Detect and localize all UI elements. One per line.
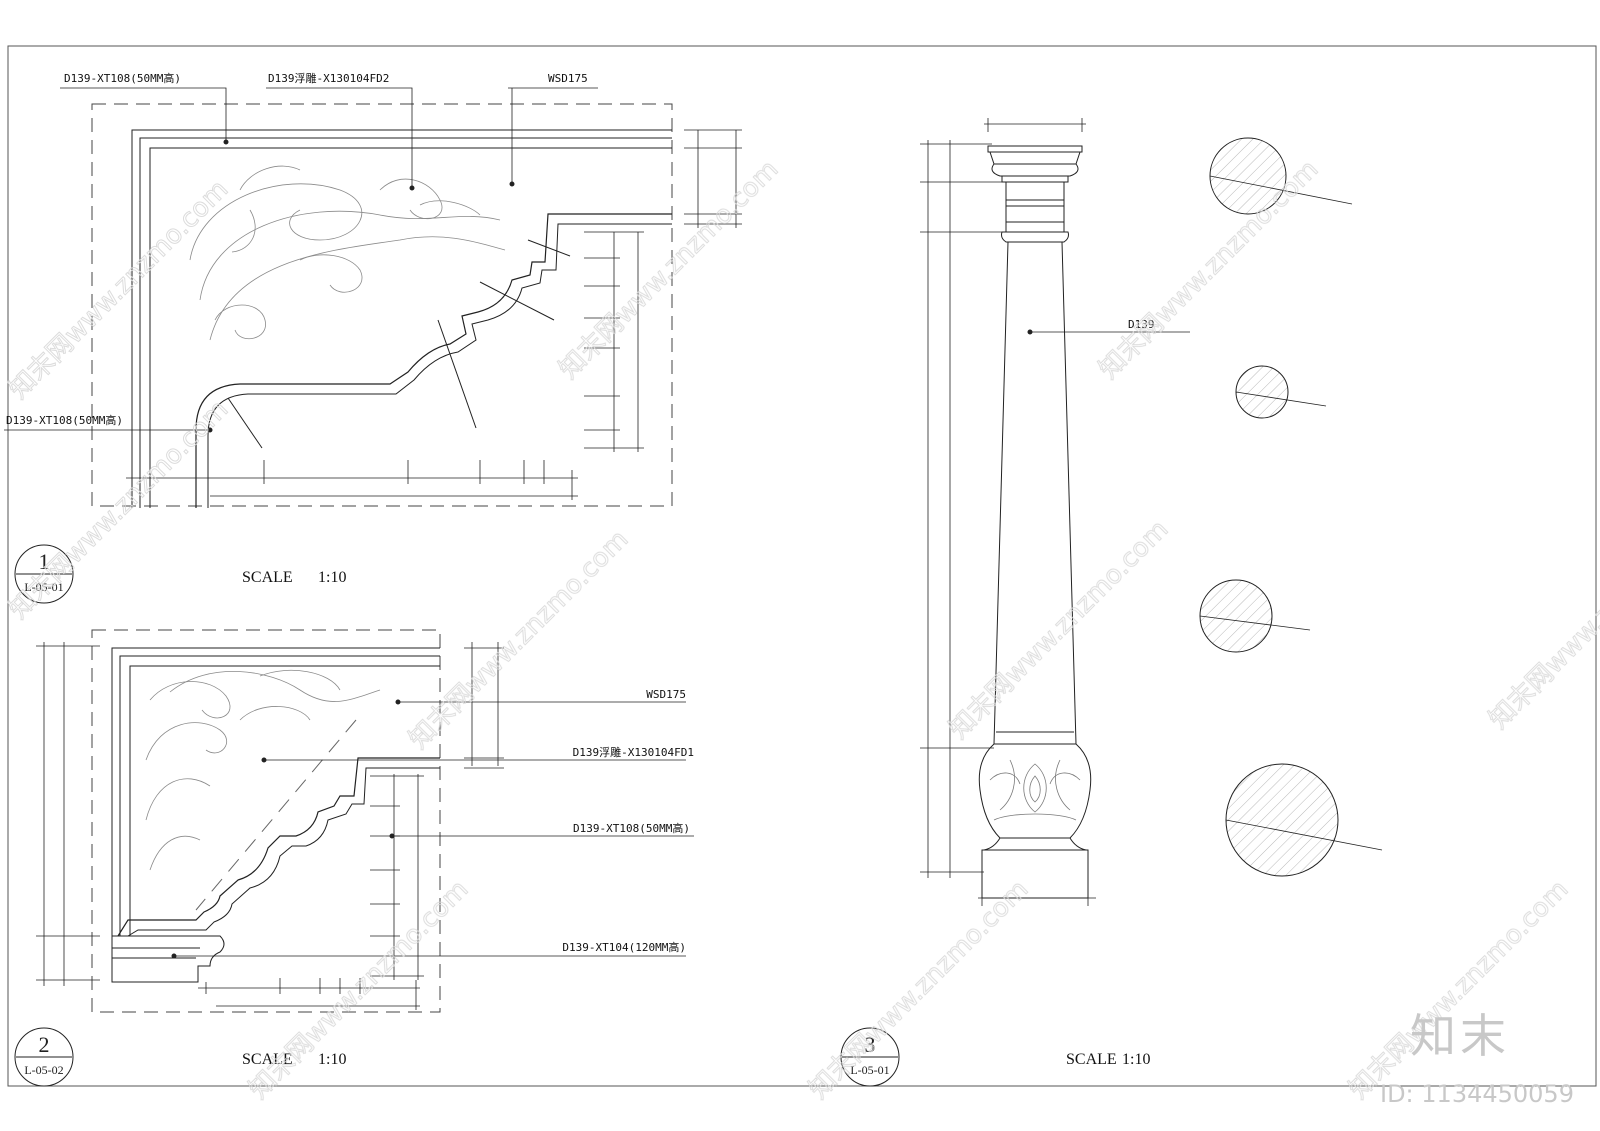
detail-2-bubble <box>14 1027 74 1087</box>
watermark-pattern: 知末网www.znzmo.com 知末网www.znzmo.com 知末网www… <box>3 154 1600 1106</box>
watermark-text: 知末网www.znzmo.com <box>4 174 235 405</box>
watermark-text: 知末网www.znzmo.com <box>1094 154 1325 385</box>
detail-2-label-c: D139-XT108(50MM高) <box>573 821 690 835</box>
sheet-border <box>7 45 1597 1087</box>
detail-3-scale-label: SCALE <box>1066 1051 1117 1068</box>
detail-2-number: 2 <box>39 1032 50 1057</box>
detail-1-label-a: D139-XT108(50MM高) <box>64 71 181 85</box>
detail-2-scale-value: 1:10 <box>318 1051 346 1068</box>
watermark-text: 知末网www.znzmo.com <box>944 514 1175 745</box>
detail-3-bubble <box>840 1027 900 1087</box>
detail-3-ref: L-05-01 <box>850 1063 889 1077</box>
watermark-text: 知末网www.znzmo.com <box>4 394 235 625</box>
watermark-logo: 知末 <box>1410 1009 1510 1063</box>
detail-1-label-c: WSD175 <box>548 72 588 85</box>
detail-1-scale-value: 1:10 <box>318 569 346 586</box>
detail-2-label-a: WSD175 <box>646 688 686 701</box>
detail-2-label-d: D139-XT104(120MM高) <box>562 940 686 954</box>
detail-3-label: D139 <box>1128 318 1155 331</box>
watermark-text: 知末网www.znzmo.com <box>404 524 635 755</box>
detail-1-label-d: D139-XT108(50MM高) <box>6 413 123 427</box>
watermark-text: 知末网www.znzmo.com <box>554 154 785 385</box>
detail-3-scale-value: 1:10 <box>1122 1051 1150 1068</box>
detail-1-ref: L-05-01 <box>24 580 63 594</box>
detail-2 <box>36 629 694 1013</box>
detail-2-scale-label: SCALE <box>242 1051 293 1068</box>
detail-2-ref: L-05-02 <box>24 1063 63 1077</box>
watermark-id: ID: 1134450059 <box>1380 1080 1574 1108</box>
detail-3-column <box>920 118 1190 906</box>
column-sections <box>1199 137 1383 877</box>
detail-1-scale-label: SCALE <box>242 569 293 586</box>
detail-2-label-b: D139浮雕-X130104FD1 <box>573 745 694 759</box>
detail-1-label-b: D139浮雕-X130104FD2 <box>268 71 389 85</box>
detail-1-bubble <box>14 544 74 604</box>
watermark-text: 知末网www.znzmo.com <box>1344 874 1575 1105</box>
watermark-text: 知末网www.znzmo.com <box>804 874 1035 1105</box>
watermark-text: 知末网www.znzmo.com <box>1484 504 1600 735</box>
detail-1-number: 1 <box>39 549 50 574</box>
detail-1 <box>4 87 742 508</box>
detail-3-number: 3 <box>865 1032 876 1057</box>
